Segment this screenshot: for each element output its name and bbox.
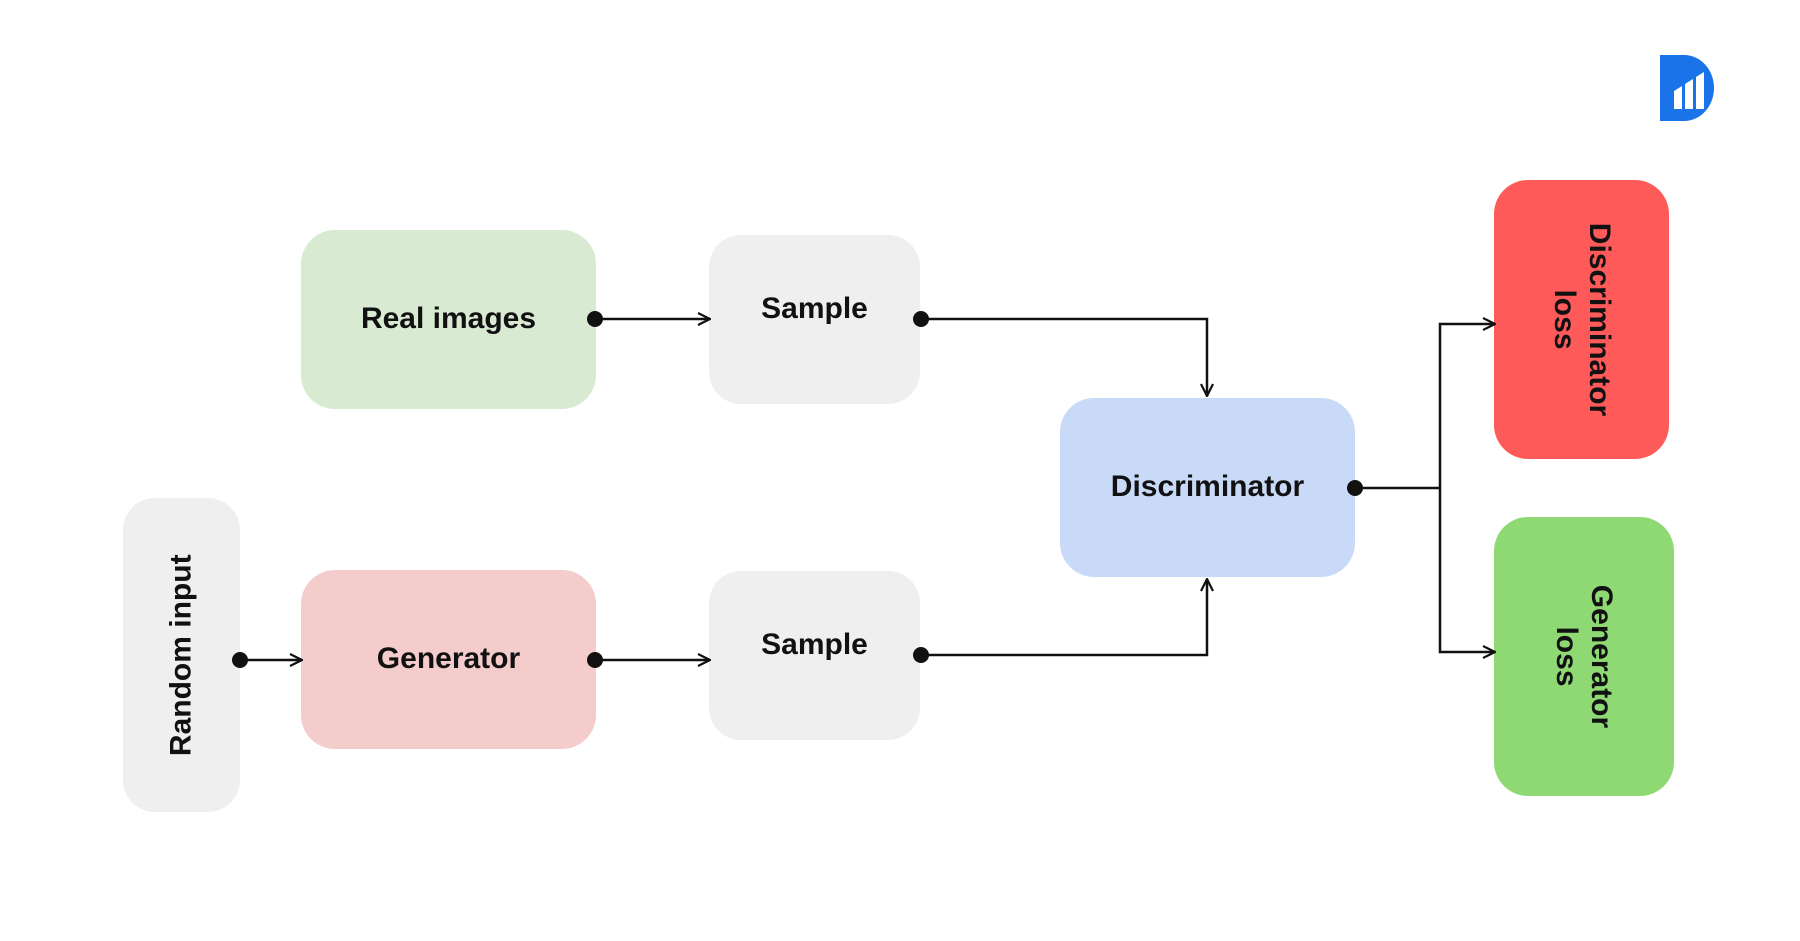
connector-dot-sample-bottom (913, 647, 929, 663)
node-sample-top-label: Sample (761, 292, 868, 326)
connector-dot-random-input (232, 652, 248, 668)
connector-dot-sample-top (913, 311, 929, 327)
connector-dot-real-images (587, 311, 603, 327)
node-sample-bottom-label: Sample (761, 628, 868, 662)
edge-split-to-discriminator-loss (1438, 324, 1495, 488)
node-real-images: Real images (301, 230, 596, 409)
edge-sample-bottom-to-discriminator (921, 579, 1207, 657)
node-discriminator-label: Discriminator (1110, 470, 1305, 504)
node-sample-top: Sample (709, 235, 920, 404)
node-discriminator: Discriminator (1060, 398, 1355, 577)
connector-dot-generator (587, 652, 603, 668)
node-real-images-label: Real images (360, 302, 537, 336)
edge-sample-top-to-discriminator (921, 317, 1207, 396)
edge-split-to-generator-loss (1438, 488, 1495, 652)
node-random-input: Random input (123, 498, 240, 812)
node-sample-bottom: Sample (709, 571, 920, 740)
connector-dot-discriminator (1347, 480, 1363, 496)
bar-chart-logo-icon (1660, 55, 1714, 121)
node-discriminator-loss: Discriminator loss (1494, 180, 1669, 459)
node-generator-label: Generator (376, 642, 521, 676)
node-generator-loss: Generator loss (1494, 517, 1674, 796)
node-generator: Generator (301, 570, 596, 749)
